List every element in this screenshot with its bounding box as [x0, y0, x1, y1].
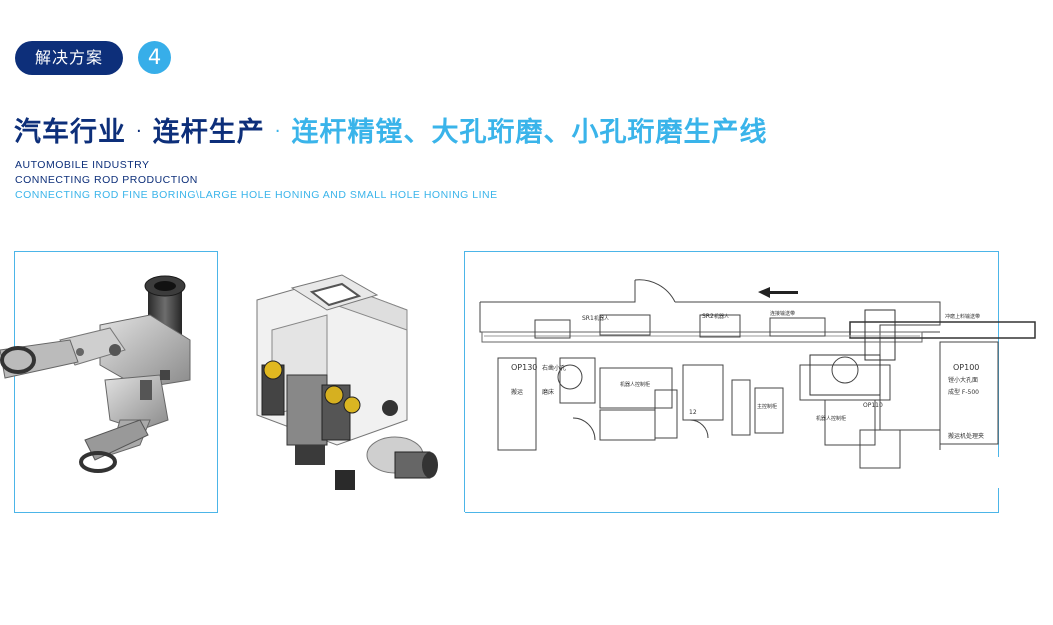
title-industry: 汽车行业 [14, 117, 126, 148]
subtitle-production-en: CONNECTING ROD PRODUCTION [15, 174, 198, 186]
box-label-3: 机器人控制柜 [816, 415, 846, 422]
op130-note-3: 搬运 [511, 388, 523, 396]
op100-note-1: 镗小大孔面 [948, 376, 978, 384]
box-label-1: 机器人控制柜 [620, 381, 650, 388]
subtitle-industry-en: AUTOMOBILE INDUSTRY [15, 159, 150, 171]
sr2-label: SR2 [702, 313, 714, 320]
fixture-render-image [0, 275, 191, 473]
page-title: 汽车行业 · 连杆生产 · 连杆精镗、大孔珩磨、小孔珩磨生产线 [14, 112, 767, 153]
sr1-tag: 机器人 [594, 315, 609, 322]
boring-machine-render-image [256, 274, 438, 490]
sr1-label: SR1 [582, 315, 594, 322]
conveyor-label-top: 连接输送带 [770, 310, 795, 317]
op100-label: OP100 [953, 363, 979, 372]
title-separator: · [136, 121, 143, 142]
section-badge: 解决方案 [15, 41, 123, 75]
section-number-badge: 4 [138, 41, 171, 74]
op130-label: OP130 [511, 363, 537, 372]
image-frame-fixture [14, 251, 218, 513]
op100-note-3: 搬运机处理夹 [948, 432, 984, 440]
subtitle-line-en: CONNECTING ROD FINE BORING\LARGE HOLE HO… [15, 189, 498, 201]
sr2-tag: 机器人 [714, 313, 729, 320]
title-line-name: 连杆精镗、大孔珩磨、小孔珩磨生产线 [291, 117, 768, 148]
op100-note-2: 成型 F-500 [948, 388, 979, 396]
title-separator: · [274, 121, 282, 142]
op130-note-1: 右凿小孔 [542, 364, 566, 372]
op120-label: 12 [689, 409, 697, 416]
box-label-2: 主控制柜 [757, 403, 777, 410]
op110-label: OP110 [863, 402, 883, 409]
title-production: 连杆生产 [152, 117, 265, 148]
conveyor-label-right: 冲磨上料输送带 [945, 313, 980, 320]
op130-note-2: 磨床 [542, 388, 554, 396]
production-line-layout-drawing: OP130 右凿小孔 磨床 搬运 OP100 镗小大孔面 成型 F-500 搬运… [479, 279, 1036, 469]
